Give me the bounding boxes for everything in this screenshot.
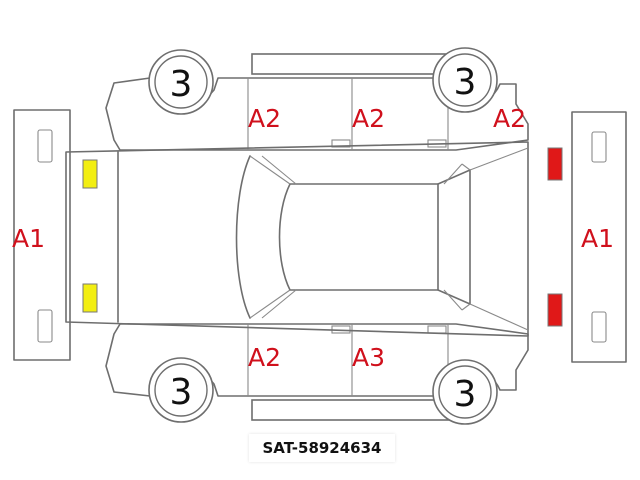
top-view-body bbox=[65, 141, 529, 337]
front-bumper-panel bbox=[13, 109, 71, 361]
wheel-front-top-number: 3 bbox=[170, 64, 193, 105]
front-right-lamp bbox=[82, 283, 98, 313]
rear-door-bottom-code: A3 bbox=[352, 343, 385, 372]
wheel-rear-bottom-number: 3 bbox=[454, 374, 477, 415]
front-door-bottom-code: A2 bbox=[248, 343, 281, 372]
rear-bumper-code: A1 bbox=[581, 224, 614, 253]
rear-left-lamp bbox=[547, 147, 563, 181]
front-door-top-code: A2 bbox=[248, 104, 281, 133]
bottom-side-skirt bbox=[251, 399, 453, 421]
top-side-skirt bbox=[251, 53, 453, 75]
rear-fender-top-code: A2 bbox=[493, 104, 526, 133]
stock-number-label: SAT-58924634 bbox=[249, 434, 395, 462]
wheel-front-top: 3 bbox=[148, 49, 214, 115]
wheel-rear-bottom: 3 bbox=[432, 359, 498, 425]
rear-right-lamp bbox=[547, 293, 563, 327]
wheel-front-bottom-number: 3 bbox=[170, 372, 193, 413]
wheel-rear-top-number: 3 bbox=[454, 62, 477, 103]
front-bumper-code: A1 bbox=[12, 224, 45, 253]
front-left-lamp bbox=[82, 159, 98, 189]
rear-door-top-code: A2 bbox=[352, 104, 385, 133]
wheel-front-bottom: 3 bbox=[148, 357, 214, 423]
rear-bumper-panel bbox=[571, 111, 627, 363]
wheel-rear-top: 3 bbox=[432, 47, 498, 113]
